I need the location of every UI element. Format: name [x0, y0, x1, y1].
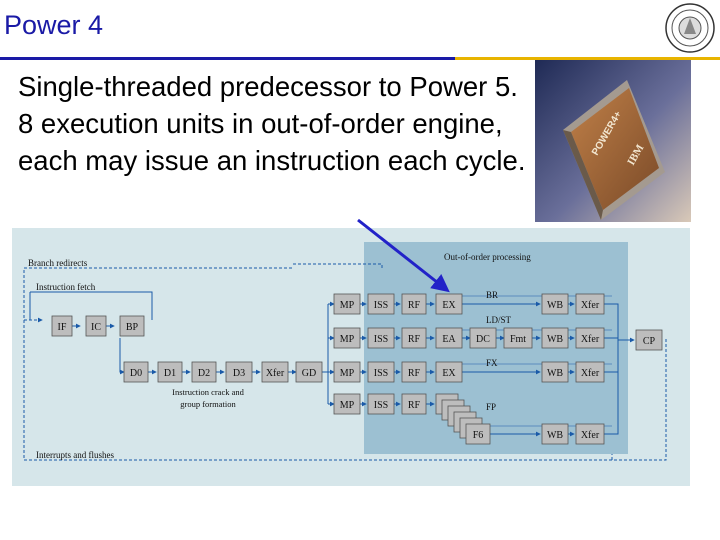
stage-d1: D1 — [164, 368, 176, 379]
stage-gd: GD — [302, 368, 316, 379]
power4-chip-photo: POWER4+ IBM — [535, 60, 691, 222]
stage-bp: BP — [126, 322, 139, 333]
stage-rf: RF — [408, 300, 421, 311]
stage-mp: MP — [340, 400, 355, 411]
stage-xfer: Xfer — [581, 334, 600, 345]
stage-d2: D2 — [198, 368, 210, 379]
stage-mp: MP — [340, 368, 355, 379]
stage-mp: MP — [340, 300, 355, 311]
label-instruction-fetch: Instruction fetch — [36, 282, 96, 292]
stage-wb: WB — [547, 430, 563, 441]
stage-iss: ISS — [374, 334, 388, 345]
stage-wb: WB — [547, 300, 563, 311]
stage-wb: WB — [547, 334, 563, 345]
label-crack-line1: Instruction crack and — [172, 387, 244, 397]
stage-mp: MP — [340, 334, 355, 345]
stage-xfer: Xfer — [581, 300, 600, 311]
stage-f6: F6 — [473, 430, 484, 441]
stage-xfer: Xfer — [581, 430, 600, 441]
stage-rf: RF — [408, 400, 421, 411]
stage-rf: RF — [408, 368, 421, 379]
label-out-of-order: Out-of-order processing — [444, 252, 531, 262]
label-fp: FP — [486, 402, 496, 412]
stage-fmt: Fmt — [510, 334, 526, 345]
stage-d0: D0 — [130, 368, 142, 379]
university-seal-logo — [665, 3, 715, 53]
stage-cp: CP — [643, 336, 656, 347]
stage-wb: WB — [547, 368, 563, 379]
stage-ic: IC — [91, 322, 101, 333]
stage-rf: RF — [408, 334, 421, 345]
stage-d3: D3 — [233, 368, 245, 379]
label-ldst: LD/ST — [486, 315, 512, 325]
stage-iss: ISS — [374, 400, 388, 411]
stage-dc: DC — [476, 334, 490, 345]
stage-ex: EX — [442, 300, 456, 311]
stage-xfer: Xfer — [581, 368, 600, 379]
label-fx: FX — [486, 358, 498, 368]
stage-ex: EX — [442, 368, 456, 379]
stage-if: IF — [58, 322, 67, 333]
stage-ea: EA — [442, 334, 456, 345]
stage-iss: ISS — [374, 300, 388, 311]
power4-pipeline-diagram: IF IC BP D0 D1 D2 D3 Xfer GD MP MP MP MP… — [12, 228, 690, 486]
stage-iss: ISS — [374, 368, 388, 379]
slide-title: Power 4 — [4, 10, 104, 40]
label-crack-line2: group formation — [180, 399, 236, 409]
label-interrupts: Interrupts and flushes — [36, 450, 114, 460]
slide-body-text: Single-threaded predecessor to Power 5. … — [18, 71, 526, 176]
header-rule — [0, 57, 720, 60]
stage-decode-xfer: Xfer — [266, 368, 285, 379]
label-branch-redirects: Branch redirects — [28, 258, 88, 268]
label-br: BR — [486, 290, 498, 300]
